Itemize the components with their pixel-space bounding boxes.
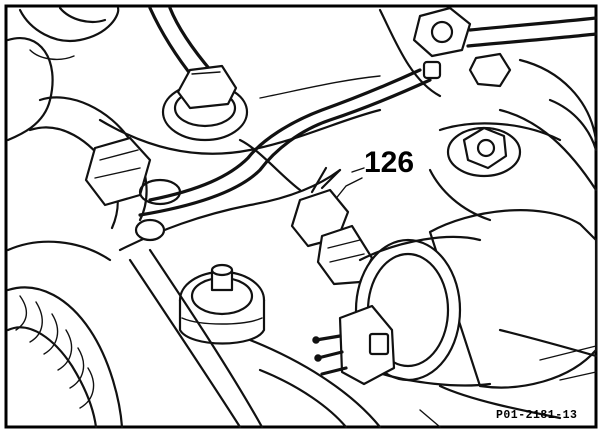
callout-label: 126 (364, 146, 414, 179)
line-art (6, 6, 598, 429)
figure-reference: P01-2181-13 (496, 409, 577, 422)
